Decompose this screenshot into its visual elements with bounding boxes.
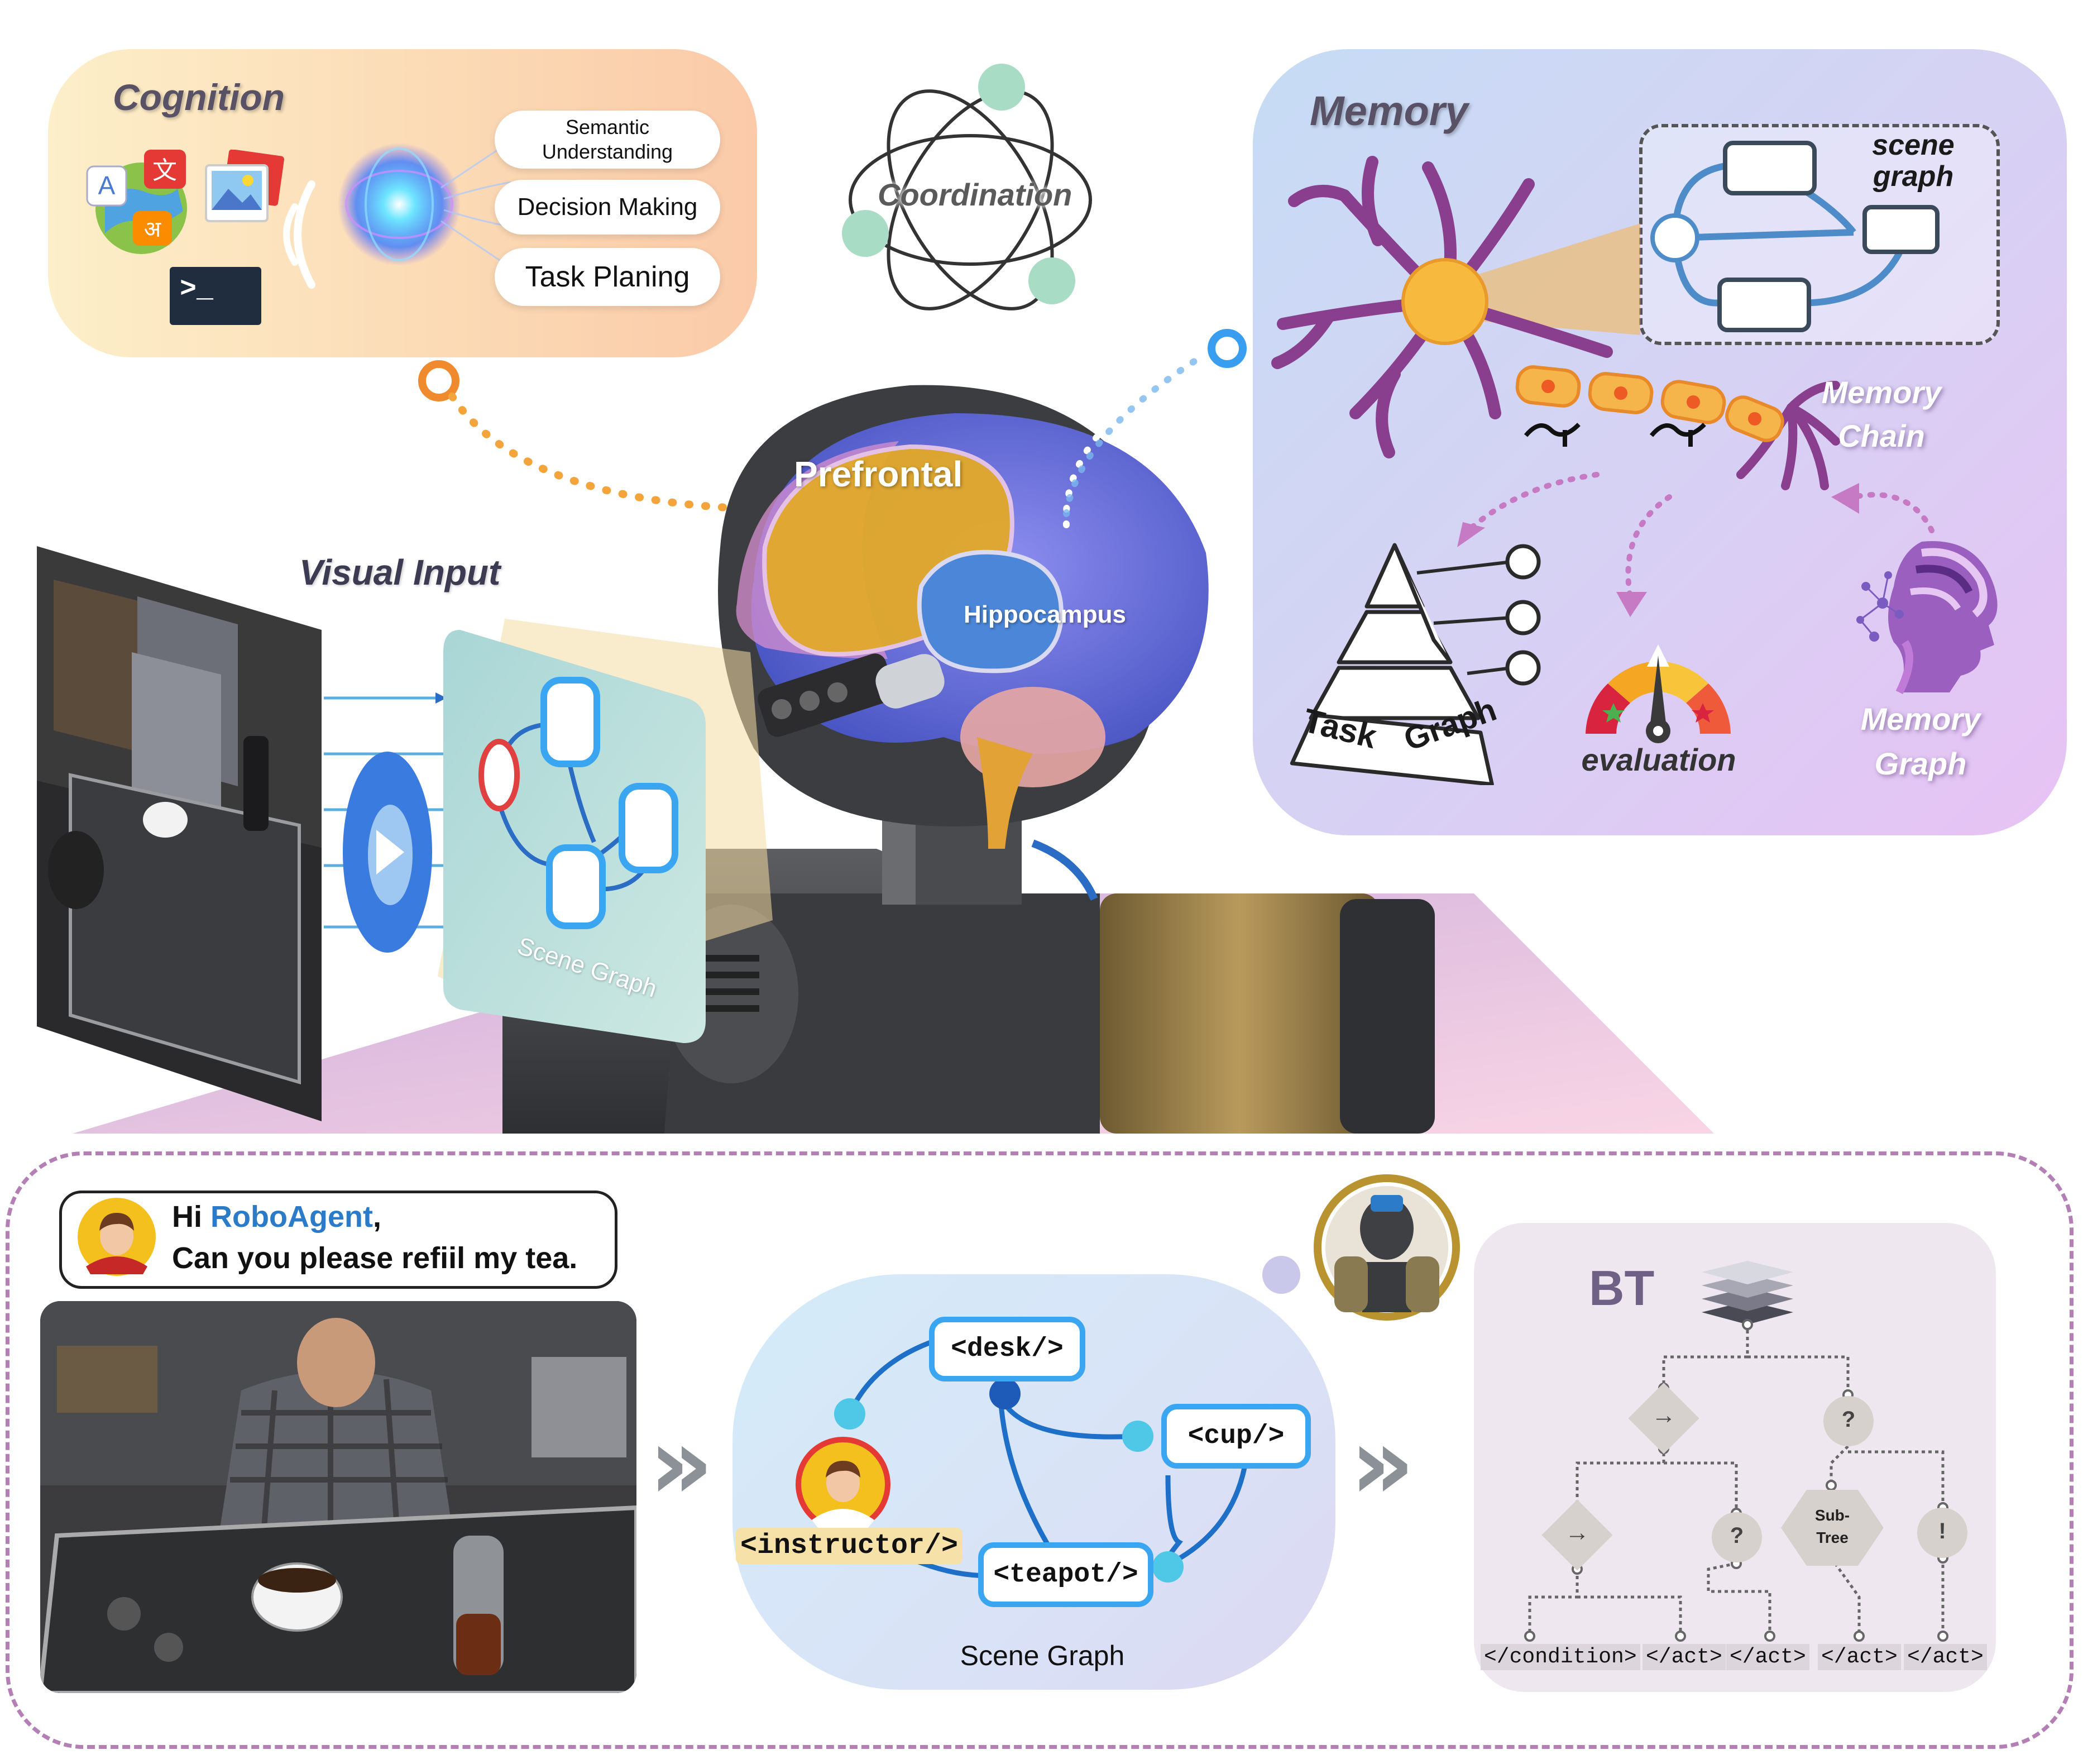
language-globe-icon: A 文 अ	[86, 150, 187, 254]
speech-request: Can you please refiil my tea.	[172, 1241, 578, 1275]
terminal-icon: >_	[170, 267, 261, 325]
coordination-label: Coordination	[878, 177, 1072, 212]
chevron-right-icon-2: »	[1350, 1406, 1415, 1522]
cognition-title: Cognition	[113, 77, 285, 118]
node-cup: <cup/>	[1161, 1404, 1311, 1469]
layers-icon	[1702, 1261, 1793, 1325]
memory-graph-label: Memory Graph	[1860, 701, 1981, 781]
node-instructor: <instructor/>	[736, 1528, 963, 1564]
bt-subtree-node	[1781, 1490, 1884, 1566]
scene-graph-inset-label: scene graph	[1872, 129, 1955, 193]
bt-leaf-act-3: </act>	[1818, 1644, 1901, 1670]
svg-text:文: 文	[152, 156, 177, 185]
node-teapot: <teapot/>	[978, 1542, 1153, 1607]
wifi-signal-icon	[283, 180, 315, 289]
scene-graph-edges	[834, 1338, 1249, 1583]
glowing-brain-orb-icon	[338, 142, 511, 267]
bt-fallback-node-1	[1823, 1396, 1874, 1446]
speech-agent-name: RoboAgent	[210, 1200, 373, 1234]
speech-greeting: Hi	[172, 1200, 211, 1234]
lens-icon	[343, 752, 432, 953]
atom-icon	[842, 64, 1092, 310]
robot-brain-illustration	[73, 343, 1714, 1134]
neuron-icon	[1271, 156, 1840, 490]
chevron-right-icon-1: »	[649, 1406, 714, 1522]
bt-action-node	[1917, 1508, 1967, 1558]
bt-leaf-act-1: </act>	[1643, 1644, 1726, 1670]
hippocampus-label: Hippocampus	[964, 601, 1126, 628]
bt-title: BT	[1589, 1260, 1655, 1316]
bt-fallback-symbol-2: ?	[1730, 1523, 1744, 1548]
scene-graph-title: Scene Graph	[960, 1640, 1125, 1671]
speech-line-1: Hi RoboAgent,	[172, 1199, 381, 1234]
bt-fallback-node-2	[1712, 1512, 1762, 1562]
robot-avatar	[1314, 1174, 1460, 1321]
bt-action-symbol: !	[1938, 1519, 1946, 1543]
decision-making-pill: Decision Making	[495, 180, 720, 235]
visual-input-title: Visual Input	[299, 552, 501, 592]
bt-sequence-symbol-2: →	[1565, 1519, 1589, 1546]
bt-subtree-label: Sub- Tree	[1814, 1507, 1850, 1546]
connector-dot	[1262, 1256, 1300, 1294]
bt-leaf-condition: </condition>	[1481, 1644, 1640, 1670]
scene-photo	[40, 1301, 636, 1693]
projected-scene-graph-card	[438, 619, 773, 1043]
evaluation-label: evaluation	[1581, 742, 1736, 777]
svg-text:अ: अ	[144, 217, 162, 242]
bt-leaf-act-2: </act>	[1726, 1644, 1809, 1670]
user-avatar	[78, 1198, 156, 1276]
cognition-connector	[418, 360, 741, 512]
scene-graph-inset-diagram	[1650, 141, 1940, 332]
bt-leaf-act-4: </act>	[1904, 1644, 1987, 1670]
memory-chain-label: Memory Chain	[1821, 375, 1942, 453]
image-gallery-icon	[205, 150, 284, 222]
bottom-dashed-frame	[6, 1151, 2074, 1749]
head-profile-icon	[1856, 541, 1998, 695]
speech-comma: ,	[372, 1200, 381, 1234]
svg-text:A: A	[98, 171, 116, 200]
camera-view-photo	[37, 546, 322, 1121]
semantic-understanding-pill: Semantic Understanding	[495, 111, 720, 169]
memory-dotted-arrows	[1457, 472, 1934, 617]
gauge-icon	[1586, 644, 1731, 743]
memory-connector	[1208, 329, 1247, 368]
pyramid-icon	[1290, 543, 1541, 785]
memory-title: Memory	[1310, 88, 1468, 134]
instructor-avatar	[796, 1437, 890, 1532]
terminal-glyph: >_	[180, 274, 214, 305]
bt-edges	[1524, 1319, 1948, 1642]
prefrontal-label: Prefrontal	[794, 454, 963, 494]
bt-fallback-symbol-1: ?	[1841, 1407, 1856, 1432]
task-planing-pill: Task Planing	[495, 248, 720, 306]
node-desk: <desk/>	[929, 1317, 1085, 1381]
bt-sequence-symbol-1: →	[1651, 1402, 1676, 1429]
